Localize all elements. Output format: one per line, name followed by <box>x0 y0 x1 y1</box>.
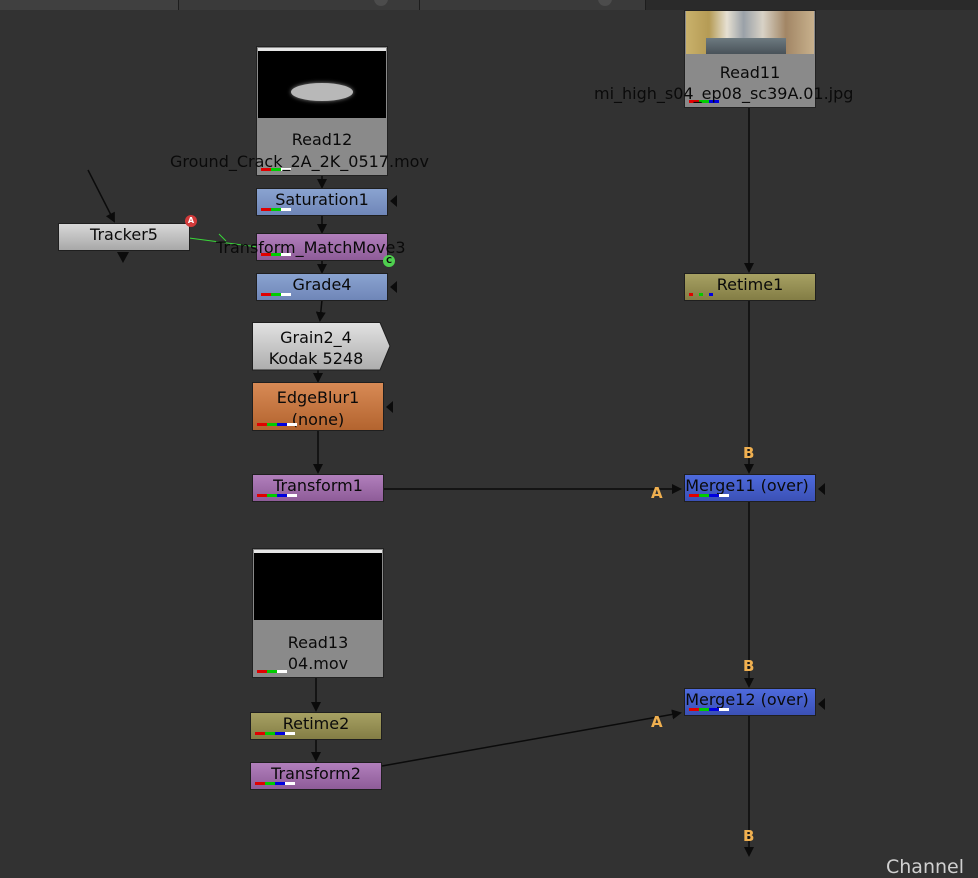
saturation1-mask-input[interactable] <box>390 195 397 207</box>
retime1-label: Retime1 <box>716 275 784 294</box>
merge12-a-pin[interactable]: A <box>651 713 663 731</box>
edge-grade4-grain <box>315 299 326 322</box>
merge11-node[interactable]: Merge11 (over) <box>684 474 816 502</box>
transform1-node[interactable]: Transform1 <box>252 474 384 502</box>
saturation1-node[interactable]: Saturation1 <box>256 188 388 216</box>
transform-matchmove3-badge: C <box>383 255 395 267</box>
grain2-4-preset: Kodak 5248 <box>268 349 364 368</box>
tab-third[interactable] <box>420 0 646 10</box>
edgeblur1-node[interactable]: EdgeBlur1 (none) <box>252 382 384 431</box>
read12-label: Read12 <box>291 130 353 149</box>
grade4-label: Grade4 <box>292 275 352 294</box>
edgeblur1-mask: (none) <box>291 410 345 429</box>
merge12-label: Merge12 (over) <box>685 690 809 709</box>
transform2-node[interactable]: Transform2 <box>250 762 382 790</box>
edgeblur1-label: EdgeBlur1 <box>276 388 360 407</box>
output-b-pin[interactable]: B <box>743 827 755 845</box>
grade4-node[interactable]: Grade4 <box>256 273 388 301</box>
grain2-4-label: Grain2_4 <box>280 328 352 347</box>
read13-thumbnail <box>254 550 382 620</box>
channel-panel-label: Channel <box>886 856 965 878</box>
edgeblur1-mask-input[interactable] <box>386 401 393 413</box>
transform1-label: Transform1 <box>273 476 363 495</box>
edge-tracker5-link <box>188 237 259 248</box>
tab-second[interactable] <box>179 0 420 10</box>
tracker5-label: Tracker5 <box>90 225 158 244</box>
transform2-label: Transform2 <box>271 764 361 783</box>
tracker5-badge: A <box>185 215 197 227</box>
merge11-label: Merge11 (over) <box>685 476 809 495</box>
close-icon[interactable] <box>598 0 612 6</box>
merge12-b-pin[interactable]: B <box>743 657 755 675</box>
transform-matchmove3-node[interactable] <box>256 233 388 261</box>
retime2-node[interactable]: Retime2 <box>250 712 382 740</box>
grain2-4-node[interactable] <box>252 322 392 372</box>
tracker5-node[interactable]: Tracker5 <box>58 223 190 251</box>
read13-node[interactable]: Read13 04.mov <box>252 548 384 678</box>
transform-matchmove3-label: Transform_MatchMove3 <box>216 238 406 257</box>
tab-node-graph[interactable] <box>0 0 179 10</box>
merge11-b-pin[interactable]: B <box>743 444 755 462</box>
read11-thumbnail <box>686 11 814 54</box>
read13-label: Read13 <box>287 633 349 652</box>
close-icon[interactable] <box>374 0 388 6</box>
merge12-node[interactable]: Merge12 (over) <box>684 688 816 716</box>
grade4-mask-input[interactable] <box>390 281 397 293</box>
read11-file-label: mi_high_s04_ep08_sc39A.01.jpg <box>594 84 854 103</box>
saturation1-label: Saturation1 <box>275 190 369 209</box>
read13-file-label: 04.mov <box>287 654 349 673</box>
read12-channels <box>261 168 291 171</box>
merge11-a-pin[interactable]: A <box>651 484 663 502</box>
edge-transform2-merge12 <box>381 709 682 767</box>
read11-node[interactable]: Read11 <box>684 10 816 108</box>
read12-thumbnail <box>258 48 386 118</box>
tab-strip <box>0 0 978 10</box>
read11-channels <box>689 100 719 103</box>
read12-file-label: Ground_Crack_2A_2K_0517.mov <box>170 152 429 171</box>
retime2-label: Retime2 <box>282 714 350 733</box>
tracker5-output-arrow <box>117 252 129 263</box>
merge11-mask-input[interactable] <box>818 483 825 495</box>
merge12-mask-input[interactable] <box>818 698 825 710</box>
retime1-node[interactable]: Retime1 <box>684 273 816 301</box>
edge-into-tracker5 <box>87 169 115 223</box>
read11-label: Read11 <box>719 63 781 82</box>
read12-node[interactable]: Read12 <box>256 46 388 176</box>
